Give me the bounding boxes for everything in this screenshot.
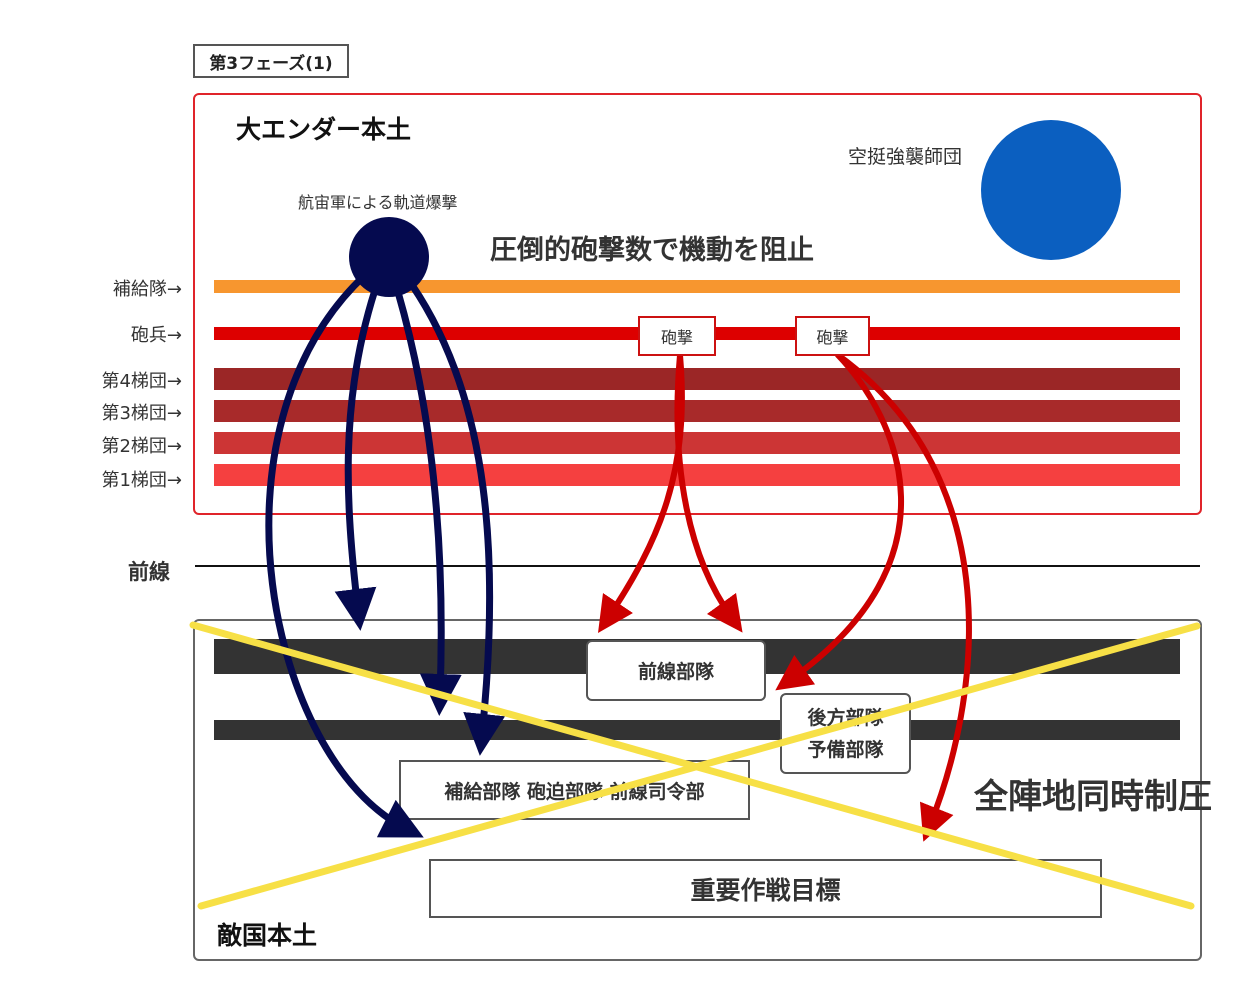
artillery-arrow-4 [835, 352, 972, 842]
rear-units-line-2: 予備部隊 [807, 738, 884, 761]
artillery-arrows [598, 352, 972, 842]
formation-label-supply: 補給隊→ [112, 279, 182, 300]
artillery-arrow-1 [598, 352, 685, 633]
orbital-arrow-4 [408, 281, 506, 756]
suppression-label: 全陣地同時制圧 [974, 777, 1212, 817]
cross-line-2 [197, 622, 1201, 910]
bombard-box-2: 砲撃 [795, 316, 870, 356]
artillery-arrow-3 [775, 352, 904, 691]
front-line-label: 前線 [128, 560, 170, 584]
band-echelon-3 [214, 400, 1180, 422]
orbital-bombardment-label: 航宙軍による軌道爆撃 [298, 193, 458, 212]
enemy-region [193, 619, 1202, 961]
orbital-arrow-1 [265, 271, 424, 838]
orbital-arrow-2 [334, 286, 379, 631]
artillery-caption: 圧倒的砲撃数で機動を阻止 [490, 235, 814, 266]
suppression-cross [189, 621, 1201, 910]
bombard-box-1: 砲撃 [638, 316, 716, 356]
front-line [195, 565, 1200, 567]
artillery-arrow-2 [674, 352, 743, 633]
band-supply [214, 280, 1180, 293]
orbital-arrow-3 [394, 288, 462, 716]
formation-label-echelon-2: 第2梯団→ [101, 436, 182, 457]
band-echelon-2 [214, 432, 1180, 454]
objective-box: 重要作戦目標 [429, 859, 1102, 918]
airborne-division-circle [981, 120, 1121, 260]
formation-label-artillery: 砲兵→ [130, 325, 182, 346]
homeland-title: 大エンダー本土 [236, 115, 412, 144]
orbital-bombardment-circle [349, 217, 429, 297]
homeland-region [193, 93, 1202, 515]
enemy-band-rear [214, 720, 1180, 740]
enemy-title: 敵国本土 [217, 921, 318, 950]
formation-label-echelon-3: 第3梯団→ [101, 403, 182, 424]
formation-label-echelon-4: 第4梯団→ [101, 371, 182, 392]
phase-label: 第3フェーズ(1) [193, 44, 349, 78]
airborne-label: 空挺強襲師団 [848, 146, 963, 168]
front-units-box: 前線部隊 [586, 640, 766, 701]
formation-label-echelon-1: 第1梯団→ [101, 470, 182, 491]
orbital-bombardment-arrows [265, 271, 506, 838]
